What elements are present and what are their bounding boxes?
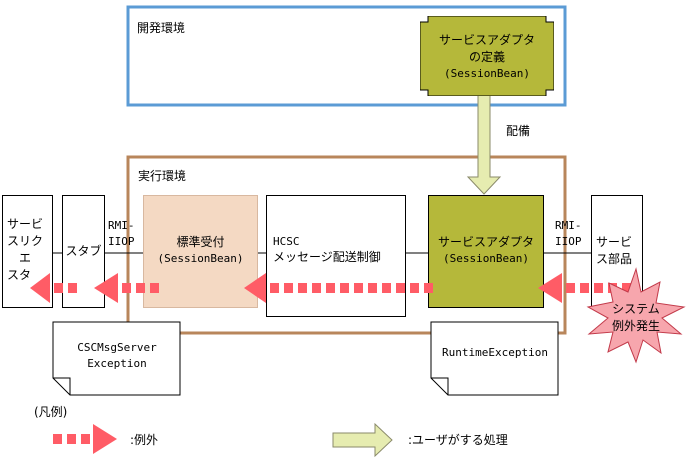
service-requester-line4: スタ xyxy=(7,268,32,282)
rmi-iiop-left: RMI- IIOP xyxy=(108,218,135,250)
deploy-arrow xyxy=(466,94,502,195)
system-exception-line1: システム xyxy=(612,302,660,316)
legend-user-arrow xyxy=(332,422,393,458)
note-left-shape xyxy=(52,321,181,396)
stub-label: スタブ xyxy=(65,244,102,258)
note-right-line1: RuntimeException xyxy=(442,346,548,359)
legend-exception-arrow xyxy=(53,424,117,454)
service-component-line1: サービ xyxy=(596,235,633,249)
dev-env-frame xyxy=(126,5,567,107)
service-requester-line2: スリク xyxy=(7,234,44,248)
exception-arrow-reception-to-stub xyxy=(94,273,159,303)
note-right-text: RuntimeException xyxy=(433,345,557,360)
hcsc-message-control: HCSC メッセージ配送制御 xyxy=(266,195,406,317)
standard-reception-line1: 標準受付 xyxy=(176,235,225,249)
hcsc-line1: HCSC xyxy=(273,235,300,248)
rmi-iiop-right: RMI- IIOP xyxy=(555,218,582,250)
service-adapter-line1: サービスアダプタ xyxy=(437,235,534,249)
standard-reception-line2: (SessionBean) xyxy=(157,252,244,265)
service-requester-line1: サービ xyxy=(7,217,44,231)
run-env-frame xyxy=(126,155,567,335)
exception-arrow-adapter-to-reception xyxy=(244,273,433,303)
adapter-definition-line2: の定義 xyxy=(468,49,505,64)
service-adapter: サービスアダプタ (SessionBean) xyxy=(428,195,544,308)
service-requester-line3: エ xyxy=(19,251,32,265)
note-left-fold xyxy=(53,377,71,395)
adapter-definition: サービスアダプタ の定義 (SessionBean) xyxy=(420,18,554,94)
note-left-text: CSCMsgServer Exception xyxy=(56,340,178,372)
legend-user-process-label: :ユーザがする処理 xyxy=(408,433,508,447)
run-env-label: 実行環境 xyxy=(138,169,187,183)
rmi-right-line2: IIOP xyxy=(555,235,582,248)
hcsc-line2: メッセージ配送制御 xyxy=(273,250,381,264)
adapter-definition-line3: (SessionBean) xyxy=(443,66,531,80)
exception-arrow-stub-to-requester xyxy=(30,273,77,303)
legend-title: (凡例) xyxy=(34,405,68,419)
note-left-line1: CSCMsgServer xyxy=(77,341,157,354)
note-left-line2: Exception xyxy=(87,357,147,370)
legend-exception-label: :例外 xyxy=(130,433,159,447)
rmi-left-line2: IIOP xyxy=(108,235,135,248)
adapter-definition-shape xyxy=(420,16,554,96)
dev-env-label: 開発環境 xyxy=(137,21,186,35)
standard-reception: 標準受付 (SessionBean) xyxy=(143,195,258,308)
system-exception-line2: 例外発生 xyxy=(611,319,660,333)
rmi-left-line1: RMI- xyxy=(108,219,135,232)
adapter-definition-line1: サービスアダプタ xyxy=(438,32,535,47)
note-right-fold xyxy=(431,377,449,395)
deploy-label: 配備 xyxy=(506,124,531,138)
system-exception-text: システム 例外発生 xyxy=(598,298,674,338)
system-exception-burst xyxy=(586,267,686,364)
service-adapter-line2: (SessionBean) xyxy=(442,252,530,265)
service-component-line2: ス部品 xyxy=(596,252,633,266)
rmi-right-line1: RMI- xyxy=(555,219,582,232)
note-right-shape xyxy=(430,321,559,396)
